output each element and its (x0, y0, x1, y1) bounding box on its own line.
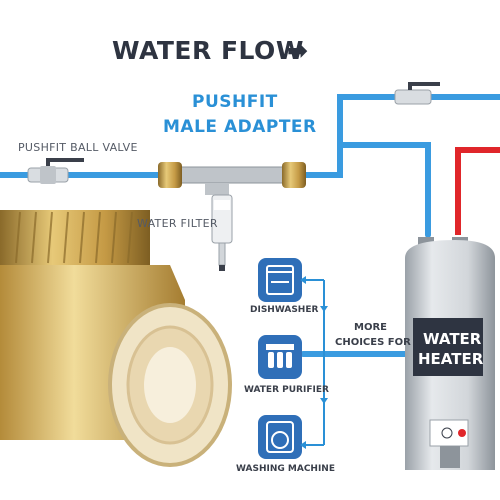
dishwasher-label: DISHWASHER (250, 305, 319, 315)
water-filter-label: WATER FILTER (137, 217, 218, 230)
adapter-label-line1: PUSHFIT (192, 92, 278, 112)
diagram-title: WATER FLOW (112, 36, 304, 65)
upper-ball-valve-icon (394, 82, 440, 105)
ball-valve-label: PUSHFIT BALL VALVE (18, 141, 138, 154)
arrow-right-icon: ➡ (287, 36, 308, 65)
male-adapter-icon (0, 210, 232, 467)
heater-label-line2: HEATER (418, 350, 484, 368)
flow-arrows (300, 276, 328, 449)
heater-label-line1: WATER (423, 330, 482, 348)
water-purifier-label: WATER PURIFIER (244, 385, 329, 395)
washing-machine-label: WASHING MACHINE (236, 464, 335, 474)
heater-feed-pipe (302, 142, 431, 238)
ball-valve-icon (27, 158, 84, 184)
dishwasher-icon (258, 258, 302, 302)
tee-fitting-icon (158, 162, 306, 195)
water-heater-icon (405, 237, 495, 470)
adapter-label-line2: MALE ADAPTER (163, 117, 317, 137)
water-filter-icon (211, 194, 233, 271)
cold-water-pipes (0, 94, 500, 357)
hot-water-pipe (455, 147, 500, 235)
washing-machine-icon (258, 415, 302, 459)
more-choices-label-line2: CHOICES FOR (335, 337, 411, 348)
more-choices-label-line1: MORE (354, 322, 387, 333)
water-purifier-icon (258, 335, 302, 379)
upper-branch-pipe (337, 94, 500, 148)
